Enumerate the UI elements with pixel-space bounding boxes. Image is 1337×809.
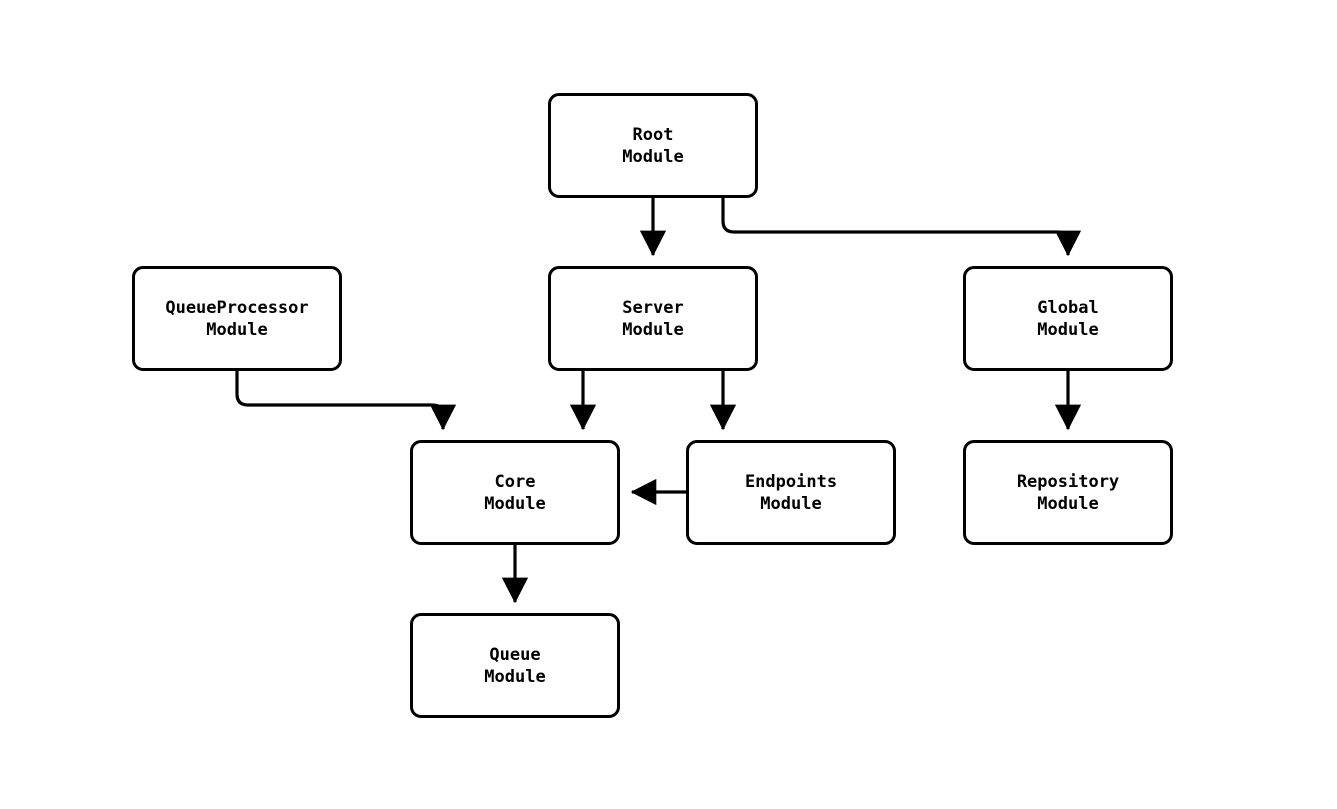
node-queueprocessor-module-line2: Module bbox=[206, 319, 268, 340]
node-endpoints-module-line2: Module bbox=[760, 493, 822, 514]
node-server-module-line2: Module bbox=[622, 319, 684, 340]
node-global-module[interactable]: Global Module bbox=[963, 266, 1173, 371]
node-root-module[interactable]: Root Module bbox=[548, 93, 758, 198]
node-server-module[interactable]: Server Module bbox=[548, 266, 758, 371]
node-repository-module[interactable]: Repository Module bbox=[963, 440, 1173, 545]
node-root-module-line1: Root bbox=[632, 124, 674, 145]
node-core-module-line1: Core bbox=[494, 471, 536, 492]
node-root-module-line2: Module bbox=[622, 146, 684, 167]
node-queue-module-line1: Queue bbox=[489, 644, 541, 665]
node-queueprocessor-module[interactable]: QueueProcessor Module bbox=[132, 266, 342, 371]
node-queue-module-line2: Module bbox=[484, 666, 546, 687]
node-endpoints-module-line1: Endpoints bbox=[744, 471, 838, 492]
node-global-module-line1: Global bbox=[1037, 297, 1099, 318]
node-core-module[interactable]: Core Module bbox=[410, 440, 620, 545]
edge-root-to-global bbox=[721, 198, 1082, 257]
edge-queueprocessor-to-core bbox=[235, 371, 457, 431]
node-queue-module[interactable]: Queue Module bbox=[410, 613, 620, 718]
node-repository-module-line1: Repository bbox=[1016, 471, 1120, 492]
node-core-module-line2: Module bbox=[484, 493, 546, 514]
node-server-module-line1: Server bbox=[622, 297, 684, 318]
node-endpoints-module[interactable]: Endpoints Module bbox=[686, 440, 896, 545]
node-global-module-line2: Module bbox=[1037, 319, 1099, 340]
node-repository-module-line2: Module bbox=[1037, 493, 1099, 514]
node-queueprocessor-module-line1: QueueProcessor bbox=[165, 297, 309, 318]
